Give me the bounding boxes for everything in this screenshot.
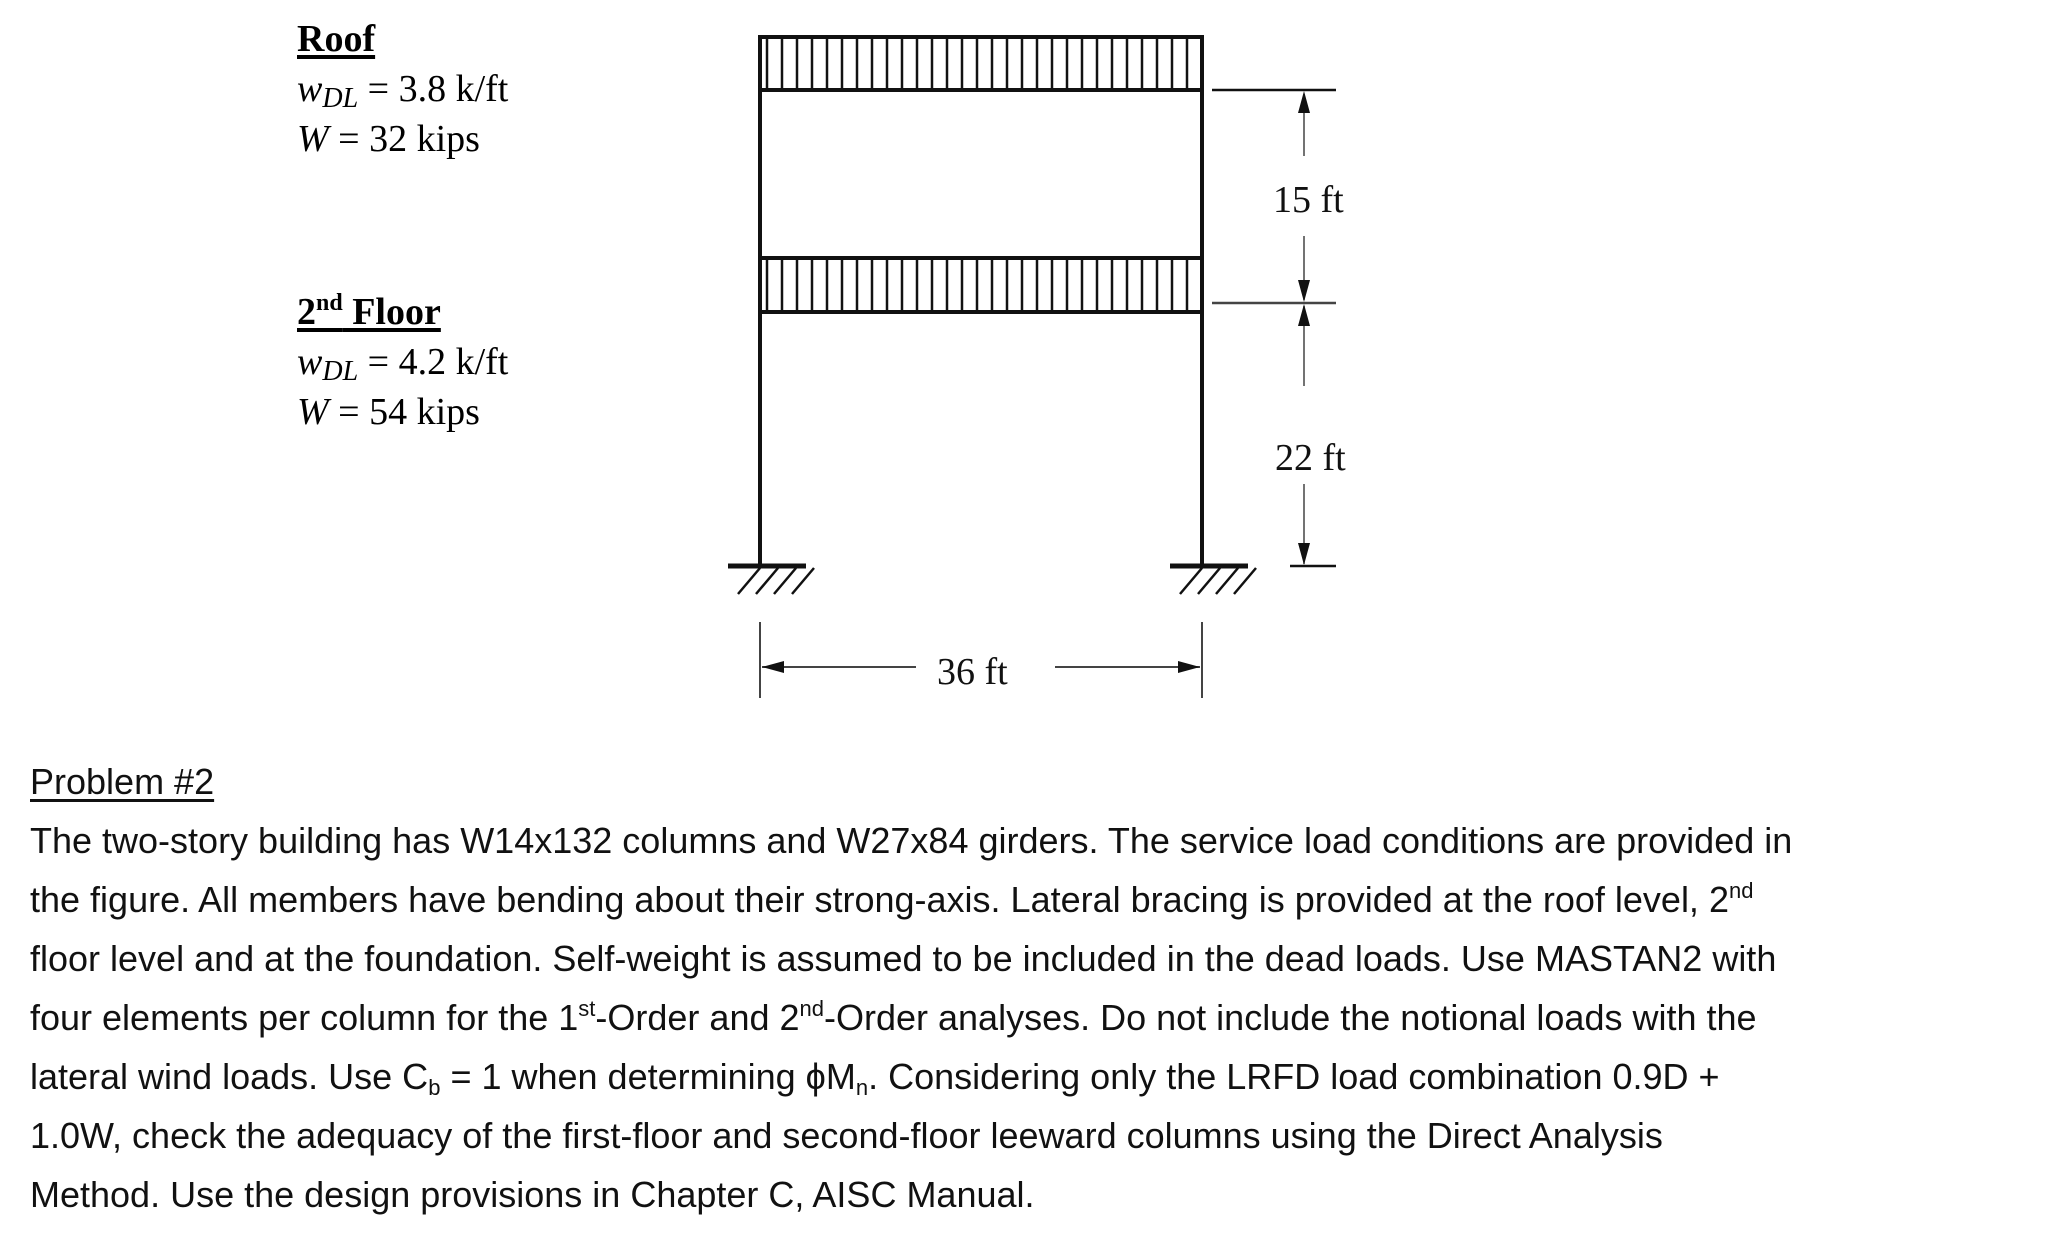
- problem-statement: Problem #2 The two-story building has W1…: [30, 752, 2040, 1224]
- roof-wind-load: W = 32 kips: [297, 114, 508, 164]
- second-floor-load-label: 2nd Floor wDL = 4.2 k/ft W = 54 kips: [297, 287, 508, 437]
- second-floor-wind-load-value: = 54 kips: [328, 391, 480, 433]
- ordinal-suffix: nd: [316, 290, 343, 316]
- problem-body: The two-story building has W14x132 colum…: [30, 811, 2040, 1224]
- problem-line: 1.0W, check the adequacy of the first-fl…: [30, 1106, 2040, 1165]
- text-fragment: four elements per column for the 1: [30, 997, 579, 1038]
- dl-subscript: DL: [322, 83, 359, 114]
- text-fragment: -Order analyses. Do not include the noti…: [824, 997, 1757, 1038]
- upper-story-height-label: 15 ft: [1273, 179, 1344, 221]
- problem-line: floor level and at the foundation. Self-…: [30, 929, 2040, 988]
- text-fragment: nd: [1728, 878, 1754, 903]
- hatch-line: [1197, 567, 1221, 595]
- hatch-line: [1179, 567, 1203, 595]
- problem-line: the figure. All members have bending abo…: [30, 870, 2040, 929]
- text-fragment: floor level and at the foundation. Self-…: [30, 938, 1777, 979]
- second-floor-distributed-load: [758, 256, 1204, 314]
- roof-distributed-load: [758, 35, 1204, 92]
- roof-load-label: Roof wDL = 3.8 k/ft W = 32 kips: [297, 14, 508, 164]
- floor-number: 2: [297, 291, 316, 333]
- frame-members: [758, 37, 1204, 566]
- text-fragment: n: [855, 1075, 869, 1100]
- text-fragment: Method. Use the design provisions in Cha…: [30, 1174, 1035, 1215]
- text-fragment: . Considering only the LRFD load combina…: [868, 1056, 1720, 1097]
- problem-line: Method. Use the design provisions in Cha…: [30, 1165, 2040, 1224]
- text-fragment: The two-story building has W14x132 colum…: [30, 820, 1793, 861]
- floor-word: Floor: [342, 291, 441, 333]
- arrowhead-icon: [1298, 91, 1310, 113]
- arrowhead-icon: [762, 661, 784, 673]
- hatch-line: [737, 567, 761, 595]
- text-fragment: b: [428, 1075, 441, 1100]
- right-fixed-support-icon: [1170, 563, 1257, 595]
- problem-line: The two-story building has W14x132 colum…: [30, 811, 2040, 870]
- arrowhead-icon: [1298, 543, 1310, 565]
- second-floor-wind-load: W = 54 kips: [297, 387, 508, 437]
- arrowhead-icon: [1178, 661, 1200, 673]
- arrowhead-icon: [1298, 304, 1310, 326]
- text-fragment: lateral wind loads. Use C: [30, 1056, 429, 1097]
- text-fragment: -Order and 2: [595, 997, 800, 1038]
- text-fragment: = 1 when determining ϕM: [440, 1056, 856, 1097]
- bay-width-label: 36 ft: [937, 651, 1008, 693]
- roof-wind-load-value: = 32 kips: [328, 118, 480, 160]
- dimension-lines: [759, 88, 1336, 698]
- roof-dead-load-value: = 3.8 k/ft: [358, 68, 509, 110]
- text-fragment: nd: [799, 996, 824, 1021]
- second-floor-dead-load: wDL = 4.2 k/ft: [297, 337, 508, 387]
- fixed-supports: [728, 563, 1257, 595]
- text-fragment: st: [578, 996, 596, 1021]
- hatch-line: [1233, 567, 1257, 595]
- lower-story-height-label: 22 ft: [1275, 437, 1346, 479]
- dl-subscript: DL: [322, 356, 359, 387]
- hatch-line: [791, 567, 815, 595]
- problem-line: lateral wind loads. Use Cb = 1 when dete…: [30, 1047, 2040, 1106]
- frame-diagram: 15 ft 22 ft 36 ft: [728, 35, 1346, 698]
- W-symbol: W: [297, 118, 329, 160]
- W-symbol: W: [297, 391, 329, 433]
- hatch-line: [1215, 567, 1239, 595]
- text-fragment: 1.0W, check the adequacy of the first-fl…: [30, 1115, 1663, 1156]
- second-floor-heading: 2nd Floor: [297, 287, 441, 337]
- roof-dead-load: wDL = 3.8 k/ft: [297, 64, 508, 114]
- second-floor-dead-load-value: = 4.2 k/ft: [358, 341, 509, 383]
- hatch-line: [755, 567, 779, 595]
- left-fixed-support-icon: [728, 563, 815, 595]
- hatch-line: [773, 567, 797, 595]
- problem-line: four elements per column for the 1st-Ord…: [30, 988, 2040, 1047]
- text-fragment: the figure. All members have bending abo…: [30, 879, 1729, 920]
- roof-heading: Roof: [297, 18, 376, 60]
- problem-title: Problem #2: [30, 761, 215, 802]
- arrowhead-icon: [1298, 280, 1310, 302]
- w-symbol: w: [297, 341, 323, 383]
- w-symbol: w: [297, 68, 323, 110]
